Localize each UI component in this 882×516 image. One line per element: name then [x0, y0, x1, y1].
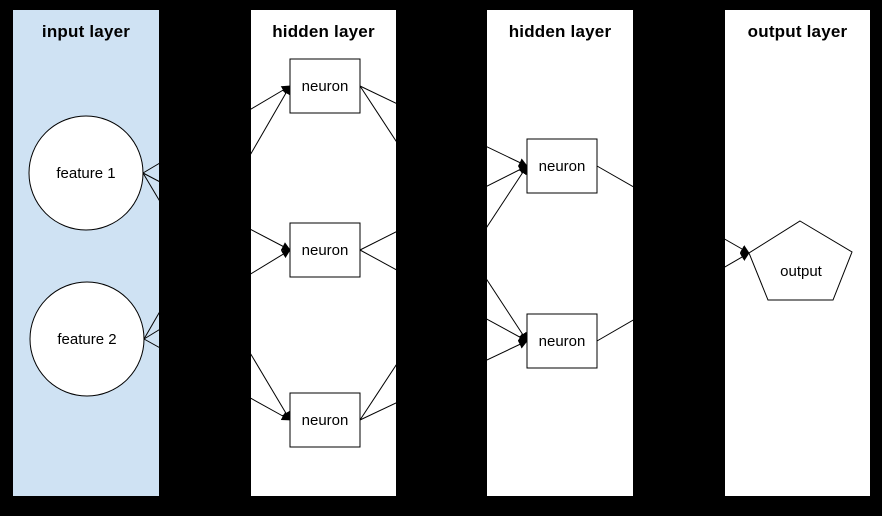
hidden2-neuron-2-label: neuron — [539, 333, 586, 350]
edge-h2n1-to-out — [596, 165, 750, 254]
edge-h2n2-to-out — [596, 252, 750, 342]
hidden-layer-1-title: hidden layer — [272, 22, 375, 41]
edge-feature2-to-h1n3 — [143, 338, 291, 421]
feature-2-label: feature 2 — [57, 331, 116, 348]
output-layer-title: output layer — [747, 22, 848, 41]
edge-feature1-to-h1n2 — [142, 172, 291, 251]
edge-feature1-to-h1n3 — [142, 172, 291, 421]
output-label: output — [780, 263, 823, 280]
node-hidden1-neuron-3: neuron — [289, 392, 361, 448]
edge-h1n2-to-h2n2 — [359, 249, 528, 342]
hidden1-neuron-2-box — [289, 222, 361, 278]
hidden1-neuron-1-label: neuron — [302, 78, 349, 95]
hidden1-neuron-3-label: neuron — [302, 412, 349, 429]
edge-h1n3-to-h2n1 — [359, 165, 528, 421]
panel-input-layer: input layer — [13, 10, 159, 496]
hidden-layer-2-title: hidden layer — [508, 22, 612, 41]
hidden2-neuron-1-box — [526, 138, 598, 194]
feature-1-label: feature 1 — [56, 165, 115, 182]
hidden1-neuron-3-box — [289, 392, 361, 448]
edge-feature2-to-h1n1 — [143, 85, 291, 340]
edge-feature1-to-h1n1 — [142, 85, 291, 174]
edge-h1n1-to-h2n2 — [359, 85, 528, 342]
edge-h1n1-to-h2n1 — [359, 85, 528, 167]
input-layer-title: input layer — [41, 22, 131, 41]
node-output: output — [748, 220, 853, 301]
feature-2-circle — [29, 281, 145, 397]
feature-1-circle — [28, 115, 144, 231]
edge-h1n3-to-h2n2 — [359, 340, 528, 421]
output-pentagon — [748, 220, 853, 301]
hidden2-neuron-2-box — [526, 313, 598, 369]
panel-hidden-layer-2: hidden layer — [487, 10, 633, 496]
node-feature-2: feature 2 — [29, 281, 145, 397]
edges-group — [142, 85, 750, 421]
node-hidden2-neuron-1: neuron — [526, 138, 598, 194]
node-feature-1: feature 1 — [28, 115, 144, 231]
hidden1-neuron-1-box — [289, 58, 361, 114]
node-hidden1-neuron-2: neuron — [289, 222, 361, 278]
node-hidden1-neuron-1: neuron — [289, 58, 361, 114]
hidden1-neuron-2-label: neuron — [302, 242, 349, 259]
edge-feature2-to-h1n2 — [143, 249, 291, 340]
edge-h1n2-to-h2n1 — [359, 165, 528, 251]
node-hidden2-neuron-2: neuron — [526, 313, 598, 369]
hidden2-neuron-1-label: neuron — [539, 158, 586, 175]
